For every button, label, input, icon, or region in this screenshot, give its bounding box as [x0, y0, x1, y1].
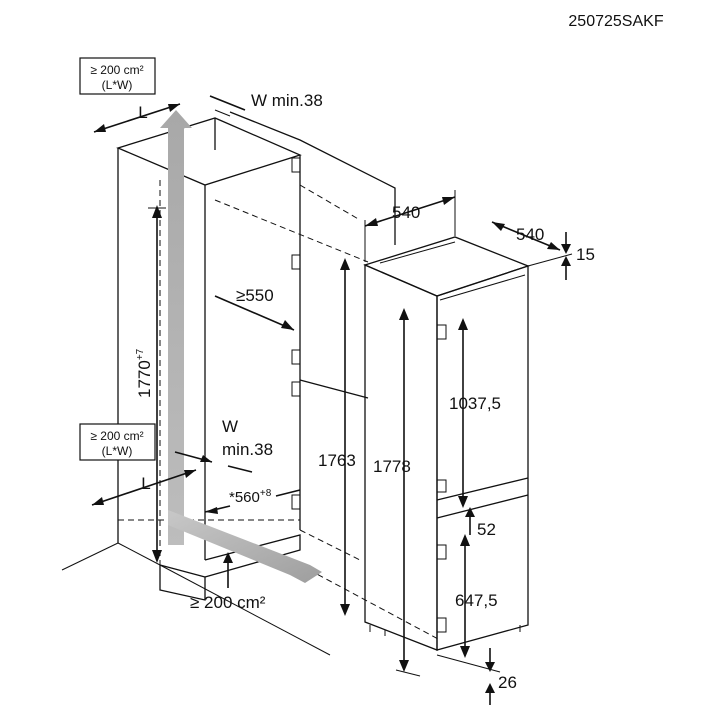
niche-bottom-width-base: *560 — [229, 489, 260, 506]
niche-cabinet — [61, 111, 441, 656]
appliance-fridge-height: 1037,5 — [449, 394, 501, 413]
appliance-separator: 52 — [477, 520, 496, 539]
vent-top-box — [79, 57, 156, 95]
vent-top-formula: (L*W) — [102, 78, 133, 92]
vent-mid-area: ≥ 200 cm² — [90, 429, 143, 443]
niche-l-top: L — [138, 103, 147, 122]
niche-height-tol: +7 — [135, 348, 146, 360]
appliance-width: 540 — [392, 203, 420, 222]
appliance-bottom-gap: 26 — [498, 673, 517, 692]
niche-depth: ≥550 — [236, 286, 274, 305]
niche-w-mid-letter: W — [222, 417, 238, 436]
airflow-up-arrow — [160, 110, 192, 545]
niche-l-mid: L — [141, 474, 150, 493]
niche-height-label: 1770+7 — [135, 348, 154, 398]
niche-bottom-width-tol: +8 — [260, 488, 272, 499]
appliance-hinges — [436, 324, 447, 633]
appliance-dimensions — [364, 190, 573, 705]
niche-w-top: W min.38 — [251, 91, 323, 110]
airflow-floor-arrow — [168, 510, 322, 583]
appliance-freezer-height: 647,5 — [455, 591, 498, 610]
appliance-depth: 540 — [516, 225, 544, 244]
niche-height-base: 1770 — [135, 360, 154, 398]
vent-bottom-area: ≥ 200 cm² — [190, 593, 266, 612]
airflow-arrows — [160, 110, 322, 583]
niche-dimensions — [91, 95, 350, 616]
appliance-body — [363, 236, 530, 651]
vent-top-area: ≥ 200 cm² — [90, 63, 143, 77]
vent-mid-box — [79, 423, 156, 461]
model-code: 250725SAKF — [568, 13, 663, 30]
niche-bottom-width-label: *560+8 — [229, 488, 272, 506]
niche-w-mid-value: min.38 — [222, 440, 273, 459]
appliance-top-gap: 15 — [576, 245, 595, 264]
niche-hinges — [291, 157, 301, 510]
appliance-total-height: 1778 — [373, 457, 411, 476]
vent-mid-formula: (L*W) — [102, 444, 133, 458]
door-height: 1763 — [318, 451, 356, 470]
